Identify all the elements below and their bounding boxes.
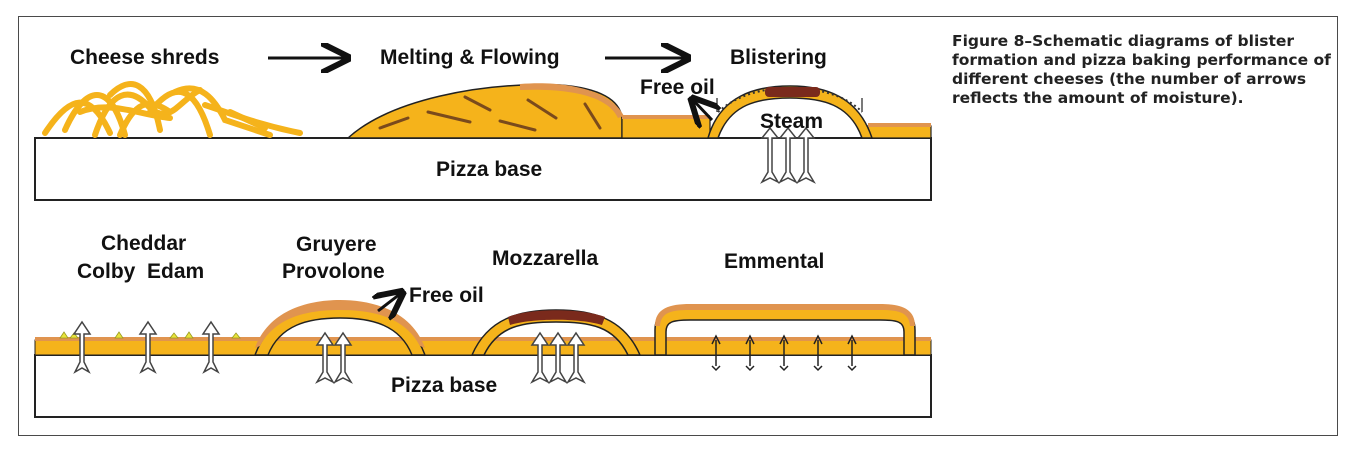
gruyere-dome-shape xyxy=(253,294,427,356)
emmental-moisture-arrows xyxy=(711,334,857,372)
label-melting-flowing: Melting & Flowing xyxy=(380,46,560,69)
figure-frame xyxy=(18,16,1338,436)
label-mozzarella: Mozzarella xyxy=(492,247,599,270)
label-pizza-base-top: Pizza base xyxy=(436,158,542,181)
label-colby-edam: Colby Edam xyxy=(77,260,204,283)
label-provolone: Provolone xyxy=(282,260,385,283)
free-oil-arrow xyxy=(694,101,712,120)
label-gruyere: Gruyere xyxy=(296,233,377,256)
bottom-panel: Cheddar Colby Edam Gruyere Provolone Fre… xyxy=(34,232,932,418)
top-panel: Cheese shreds Melting & Flowing Blisteri… xyxy=(34,46,932,201)
cheese-shreds-shape xyxy=(42,81,303,138)
label-cheese-shreds: Cheese shreds xyxy=(70,46,219,69)
mozzarella-moisture-arrows xyxy=(530,331,586,384)
blister-dark-spot xyxy=(765,87,820,97)
mozzarella-dome-shape xyxy=(470,309,642,356)
label-cheddar: Cheddar xyxy=(101,232,186,255)
label-emmental: Emmental xyxy=(724,250,824,273)
label-steam: Steam xyxy=(760,110,823,133)
label-free-oil-bottom: Free oil xyxy=(409,284,484,307)
label-pizza-base-bottom: Pizza base xyxy=(391,374,497,397)
steam-arrows xyxy=(760,126,816,184)
gruyere-moisture-arrows xyxy=(315,331,353,384)
figure-caption: Figure 8–Schematic diagrams of blister f… xyxy=(952,32,1331,107)
melting-mound-shape xyxy=(346,83,624,139)
bottom-pizza-base xyxy=(34,354,932,418)
free-oil-arrow-bottom xyxy=(378,294,400,311)
label-free-oil-top: Free oil xyxy=(640,76,715,99)
cheddar-moisture-arrows xyxy=(72,320,221,374)
blistering-shape xyxy=(621,85,932,139)
emmental-dome-shape xyxy=(654,304,916,356)
cheddar-surface-bubbles xyxy=(59,331,241,339)
label-blistering: Blistering xyxy=(730,46,827,69)
